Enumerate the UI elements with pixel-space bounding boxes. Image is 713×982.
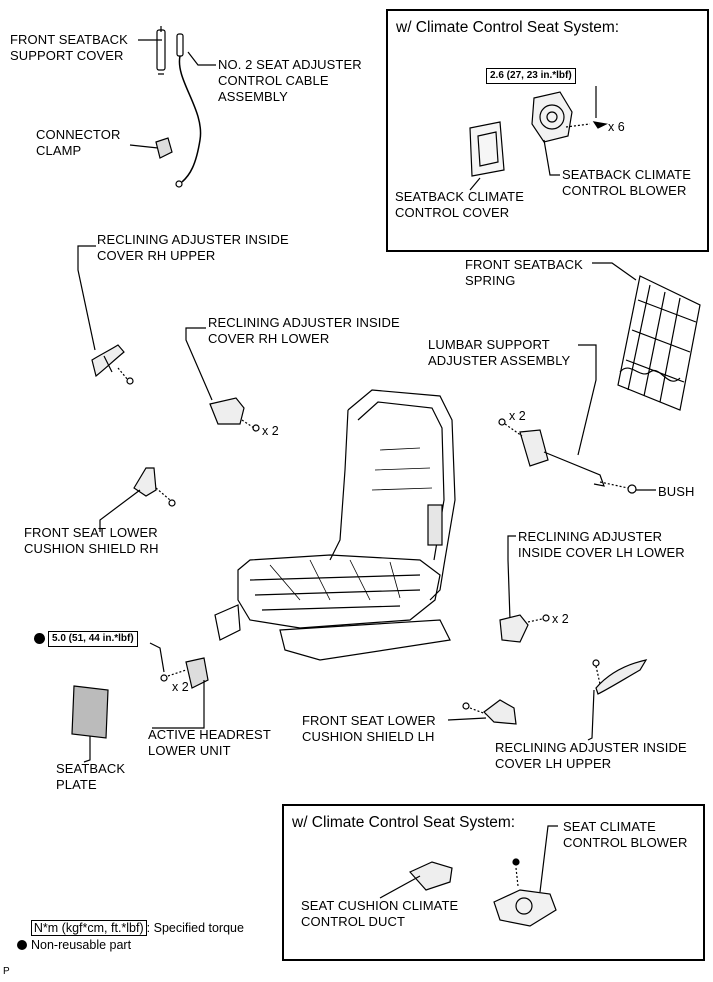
leader-connector-clamp	[129, 144, 159, 149]
leader-cable	[187, 51, 216, 66]
legend-nonreusable-dot	[17, 940, 27, 950]
climate-box-top-title: w/ Climate Control Seat System:	[396, 19, 620, 36]
legend-nonreusable: Non-reusable part	[17, 938, 131, 952]
nonreusable-dot-headrest	[34, 633, 45, 644]
legend-torque-text: : Specified torque	[146, 921, 244, 935]
climate-box-bottom-title: w/ Climate Control Seat System:	[292, 814, 516, 831]
seat-frame-part	[214, 389, 456, 661]
label-seat-climate-blower: SEAT CLIMATE CONTROL BLOWER	[563, 819, 688, 850]
cable-part	[178, 55, 202, 183]
seatback-plate-part	[71, 685, 109, 739]
qty-lh-lower-screws: x 2	[552, 612, 569, 626]
connector-clamp-part	[155, 137, 173, 159]
label-lumbar-support: LUMBAR SUPPORT ADJUSTER ASSEMBLY	[428, 337, 571, 368]
leader-rh-lower	[185, 327, 213, 401]
qty-blower-screws: x 6	[608, 120, 625, 134]
legend-torque-box: N*m (kgf*cm, ft.*lbf)	[30, 920, 147, 936]
leader-plate	[83, 736, 91, 763]
label-seatback-climate-cover: SEATBACK CLIMATE CONTROL COVER	[395, 189, 524, 220]
label-lower-shield-rh: FRONT SEAT LOWER CUSHION SHIELD RH	[24, 525, 159, 556]
leader-lh-lower	[507, 535, 516, 621]
qty-lumbar-screws: x 2	[509, 409, 526, 423]
label-lower-shield-lh: FRONT SEAT LOWER CUSHION SHIELD LH	[302, 713, 436, 744]
torque-blower: 2.6 (27, 23 in.*lbf)	[486, 68, 576, 84]
legend-torque: N*m (kgf*cm, ft.*lbf): Specified torque	[17, 904, 244, 952]
label-connector-clamp: CONNECTOR CLAMP	[36, 127, 121, 158]
leader-shield-lh	[447, 717, 487, 721]
label-seat-cushion-duct: SEAT CUSHION CLIMATE CONTROL DUCT	[301, 898, 459, 929]
torque-headrest: 5.0 (51, 44 in.*lbf)	[48, 631, 138, 647]
footer-code: P	[3, 966, 10, 977]
leader-rh-upper	[77, 245, 96, 351]
climate-box-top: w/ Climate Control Seat System:	[386, 9, 709, 252]
qty-rh-lower-screws: x 2	[262, 424, 279, 438]
legend-nonreusable-text: Non-reusable part	[31, 938, 132, 952]
label-reclining-lh-lower: RECLINING ADJUSTER INSIDE COVER LH LOWER	[518, 529, 685, 560]
leader-shield-rh	[99, 489, 141, 532]
label-bush: BUSH	[658, 484, 695, 499]
qty-headrest-nuts: x 2	[172, 680, 189, 694]
label-no2-seat-adjuster-cable: NO. 2 SEAT ADJUSTER CONTROL CABLE ASSEMB…	[218, 57, 362, 104]
label-seatback-climate-blower: SEATBACK CLIMATE CONTROL BLOWER	[562, 167, 691, 198]
label-reclining-lh-upper: RECLINING ADJUSTER INSIDE COVER LH UPPER	[495, 740, 687, 771]
seatback-spring-part	[592, 262, 701, 411]
label-front-seatback-spring: FRONT SEATBACK SPRING	[465, 257, 583, 288]
leader-headrest	[152, 680, 205, 729]
label-reclining-rh-lower: RECLINING ADJUSTER INSIDE COVER RH LOWER	[208, 315, 400, 346]
leader-lh-upper	[587, 689, 595, 741]
lumbar-part	[519, 429, 549, 467]
label-front-seatback-support-cover: FRONT SEATBACK SUPPORT COVER	[10, 32, 128, 63]
label-active-headrest: ACTIVE HEADREST LOWER UNIT	[148, 727, 271, 758]
label-reclining-rh-upper: RECLINING ADJUSTER INSIDE COVER RH UPPER	[97, 232, 289, 263]
climate-box-bottom: w/ Climate Control Seat System:	[282, 804, 705, 961]
label-seatback-plate: SEATBACK PLATE	[56, 761, 126, 792]
leader-lumbar	[577, 344, 597, 456]
headrest-unit-part	[185, 657, 209, 689]
